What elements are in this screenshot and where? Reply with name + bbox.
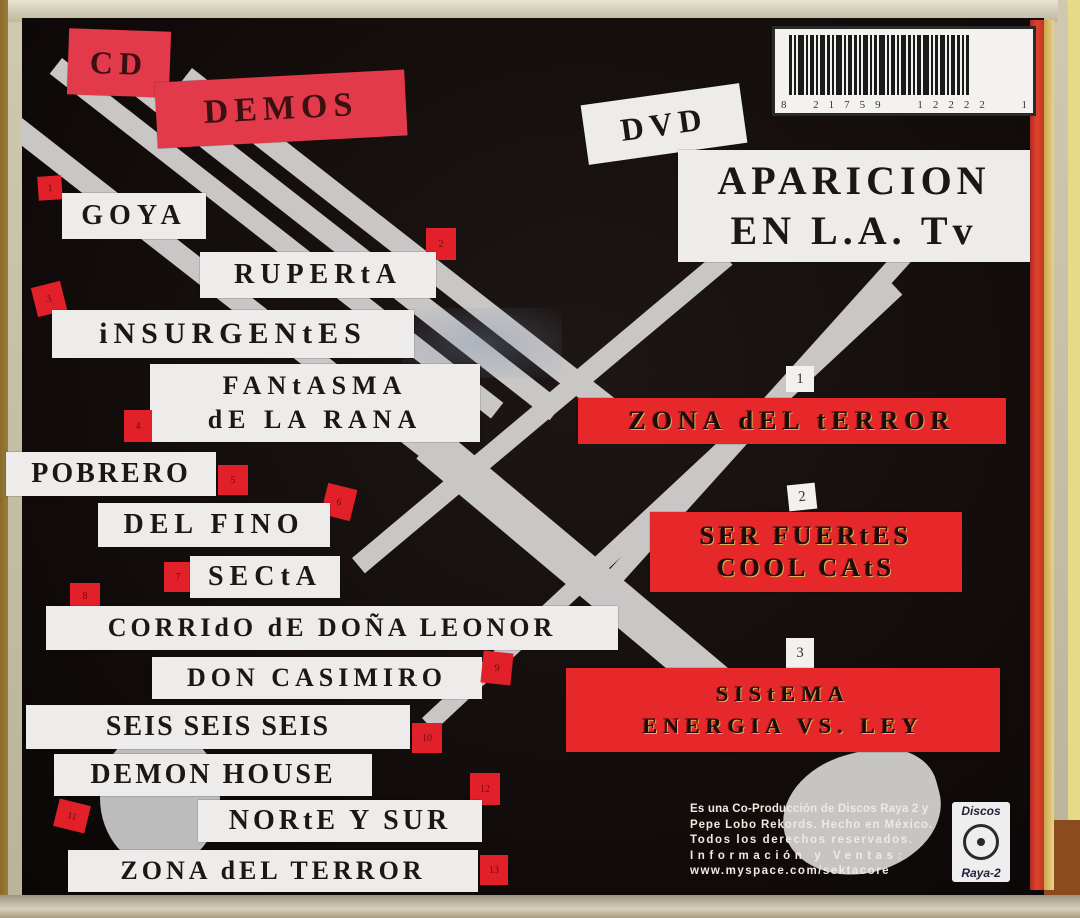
- dvd-heading-text: DVD: [618, 100, 710, 148]
- track-title: DEL FINO: [123, 509, 305, 540]
- track-title-line2: COOL CAtS: [716, 553, 896, 582]
- cd-track-11: DEMON HOUSE: [54, 754, 372, 796]
- track-number-tag: 12: [470, 773, 500, 805]
- cd-track-2: RUPERtA: [200, 252, 436, 298]
- credits-line: Todos los derechos reservados.: [690, 834, 914, 846]
- disc-icon: [963, 824, 999, 860]
- dvd-subtitle: APARICION EN L.A. Tv: [678, 150, 1030, 262]
- track-title: iNSURGENtES: [99, 317, 367, 350]
- demos-heading: DEMOS: [154, 69, 408, 149]
- gold-edge: [1044, 20, 1054, 890]
- track-title: ZONA dEL TERROR: [120, 856, 426, 885]
- cd-track-1: GOYA: [62, 193, 206, 239]
- cd-track-7: SECtA: [190, 556, 340, 598]
- track-number-tag: 13: [480, 855, 508, 885]
- barcode-digits: 8 21759 12222 1: [781, 99, 1027, 111]
- track-title: POBRERO: [31, 458, 191, 489]
- circle-shape: [100, 728, 220, 868]
- credits-text: Es una Co-Producción de Discos Raya 2 y …: [690, 802, 952, 880]
- dvd-track-1: ZONA dEL tERROR: [578, 398, 1006, 444]
- cd-track-6: DEL FINO: [98, 503, 330, 547]
- track-title-line1: SER FUERtES: [699, 521, 913, 550]
- cd-track-4: FANtASMA dE LA RANA: [150, 364, 480, 442]
- dvd-track-number: 1: [786, 366, 814, 392]
- track-number-tag: 5: [218, 465, 248, 495]
- credits-line: Pepe Lobo Rekords. Hecho en México.: [690, 818, 934, 831]
- credits-line: Es una Co-Producción de Discos Raya 2 y: [690, 803, 929, 815]
- cd-track-12: NORtE Y SUR: [198, 800, 482, 842]
- track-number-tag: 8: [70, 583, 100, 609]
- logo-bottom-text: Raya-2: [961, 866, 1001, 880]
- dvd-track-number: 3: [786, 638, 814, 668]
- barcode: 8 21759 12222 1: [772, 26, 1036, 116]
- track-title: RUPERtA: [234, 259, 402, 290]
- cd-track-3: iNSURGENtES: [52, 310, 414, 358]
- track-number-tag: 10: [412, 723, 442, 753]
- cd-track-9: DON CASIMIRO: [152, 657, 482, 699]
- demos-heading-text: DEMOS: [202, 85, 360, 132]
- case-top-edge: [8, 0, 1058, 22]
- track-title-line1: SIStEMA: [716, 681, 850, 706]
- cd-track-8: CORRIdO dE DOÑA LEONOR: [46, 606, 618, 650]
- track-title: DON CASIMIRO: [186, 663, 448, 692]
- track-number-tag: 1: [37, 175, 63, 201]
- barcode-bars: [789, 35, 1019, 95]
- track-title-line1: FANtASMA: [222, 371, 408, 400]
- track-title: SEIS SEIS SEIS: [105, 711, 331, 742]
- track-number-tag: 7: [164, 562, 192, 592]
- track-title-line2: ENERGIA VS. LEY: [642, 713, 924, 738]
- cd-track-10: SEIS SEIS SEIS: [26, 705, 410, 749]
- dvd-subtitle-line1: APARICION: [717, 158, 991, 203]
- track-number-tag: 9: [480, 650, 514, 686]
- cd-track-13: ZONA dEL TERROR: [68, 850, 478, 892]
- cd-track-5: POBRERO: [6, 452, 216, 496]
- credits-line: Información y Ventas:: [690, 849, 907, 862]
- cd-heading-text: CD: [89, 43, 149, 83]
- track-title: CORRIdO dE DOÑA LEONOR: [107, 613, 557, 642]
- track-title: NORtE Y SUR: [228, 805, 452, 836]
- dvd-subtitle-line2: EN L.A. Tv: [730, 208, 978, 253]
- case-bottom-edge: [0, 895, 1080, 918]
- track-title: GOYA: [81, 200, 187, 231]
- track-title: SECtA: [207, 561, 322, 592]
- credits-line: www.myspace.com/sektacore: [690, 865, 891, 877]
- dvd-track-3: SIStEMA ENERGIA VS. LEY: [566, 668, 1000, 752]
- discos-raya-2-logo: Discos Raya-2: [952, 802, 1010, 882]
- track-title: DEMON HOUSE: [90, 759, 336, 790]
- track-title: ZONA dEL tERROR: [628, 406, 956, 435]
- track-number-tag: 4: [124, 410, 152, 442]
- dvd-track-number: 2: [786, 482, 818, 512]
- track-title-line2: dE LA RANA: [207, 405, 423, 434]
- dvd-track-2: SER FUERtES COOL CAtS: [650, 512, 962, 592]
- red-edge: [1030, 20, 1044, 890]
- logo-top-text: Discos: [961, 804, 1001, 818]
